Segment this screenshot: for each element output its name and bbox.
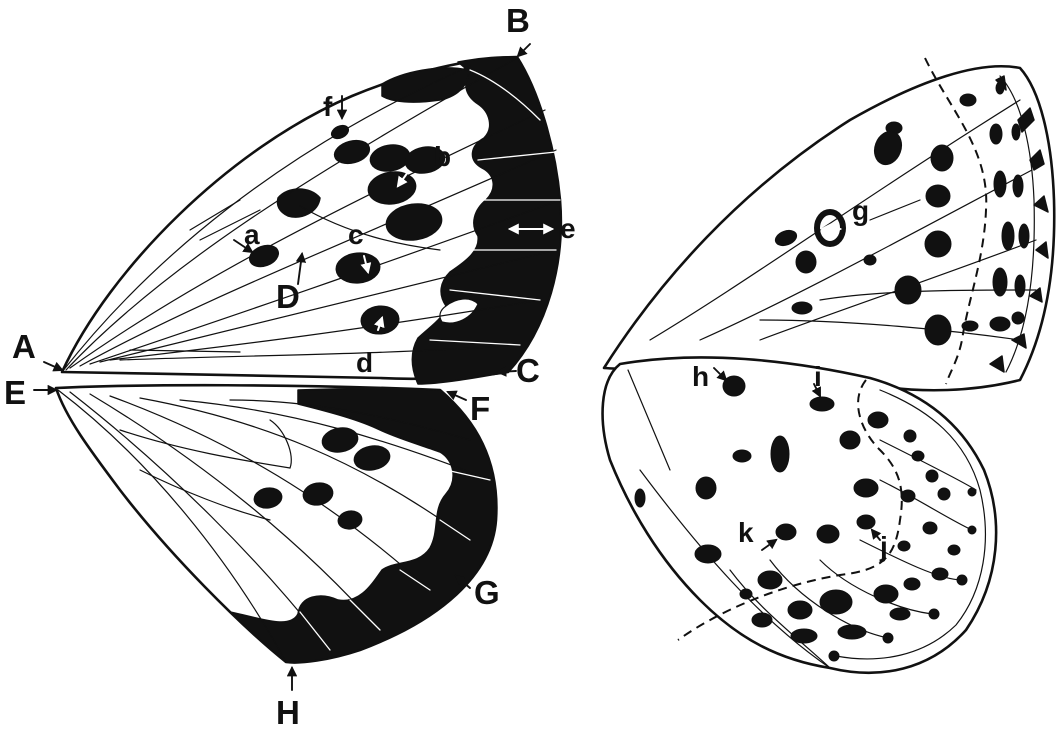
spot bbox=[1015, 275, 1025, 297]
spot bbox=[996, 82, 1004, 94]
spot bbox=[960, 94, 976, 106]
label-j: j bbox=[879, 531, 888, 562]
label-a: a bbox=[244, 219, 260, 250]
spot bbox=[820, 590, 852, 614]
spot bbox=[994, 171, 1006, 197]
spot bbox=[926, 185, 950, 207]
spot bbox=[771, 436, 789, 472]
spot bbox=[788, 601, 812, 619]
spot bbox=[990, 124, 1002, 144]
spot bbox=[752, 613, 772, 627]
spot bbox=[990, 317, 1010, 331]
label-C: C bbox=[516, 352, 540, 389]
spot bbox=[868, 412, 888, 428]
underside-hindwing bbox=[603, 357, 997, 672]
arrow-C bbox=[498, 371, 516, 372]
label-g: g bbox=[852, 195, 869, 226]
upperside-hindwing bbox=[56, 385, 496, 662]
spot bbox=[874, 585, 898, 603]
spot bbox=[938, 488, 950, 500]
spot bbox=[962, 321, 978, 331]
label-e: e bbox=[560, 213, 576, 244]
spot bbox=[926, 470, 938, 482]
spot bbox=[733, 450, 751, 462]
spot bbox=[1012, 312, 1024, 324]
label-k: k bbox=[738, 517, 754, 548]
upperside-forewing bbox=[62, 57, 561, 384]
label-f: f bbox=[323, 91, 333, 122]
label-b: b bbox=[434, 141, 451, 172]
spot bbox=[923, 522, 937, 534]
spot bbox=[695, 545, 721, 563]
spot bbox=[901, 490, 915, 502]
label-B: B bbox=[506, 2, 530, 39]
spot bbox=[925, 231, 951, 257]
spot bbox=[758, 571, 782, 589]
spot bbox=[932, 568, 948, 580]
upperside-wings: A E B C D F G H a b c d e bbox=[4, 2, 576, 729]
spot bbox=[854, 479, 878, 497]
spot bbox=[890, 608, 910, 620]
underside-forewing bbox=[604, 58, 1054, 390]
spot bbox=[904, 578, 920, 590]
label-A: A bbox=[12, 328, 36, 365]
spot bbox=[810, 397, 834, 411]
spot bbox=[1019, 224, 1029, 248]
spot bbox=[696, 477, 716, 499]
spot bbox=[948, 545, 960, 555]
spot bbox=[904, 430, 916, 442]
spot bbox=[1013, 175, 1023, 197]
spot bbox=[635, 489, 645, 507]
label-H: H bbox=[276, 694, 300, 729]
underside-hindwing-outline bbox=[603, 357, 997, 672]
spot bbox=[1002, 222, 1014, 250]
spot bbox=[864, 255, 876, 265]
spot bbox=[1012, 124, 1020, 140]
spot bbox=[838, 625, 866, 639]
spot bbox=[925, 315, 951, 345]
spot bbox=[857, 515, 875, 529]
label-c: c bbox=[348, 219, 364, 250]
arrow-A bbox=[44, 362, 62, 370]
spot bbox=[931, 145, 953, 171]
spot bbox=[796, 251, 816, 273]
spot bbox=[912, 451, 924, 461]
spot bbox=[817, 525, 839, 543]
spot bbox=[840, 431, 860, 449]
label-E: E bbox=[4, 374, 26, 411]
spot bbox=[993, 268, 1007, 296]
label-D: D bbox=[276, 278, 300, 315]
spot bbox=[776, 524, 796, 540]
spot bbox=[895, 276, 921, 304]
spot bbox=[791, 629, 817, 643]
label-G: G bbox=[474, 574, 500, 611]
label-d: d bbox=[356, 347, 373, 378]
arrow-B bbox=[518, 44, 530, 56]
underside-wings: g h i j k bbox=[603, 58, 1055, 673]
spot bbox=[740, 589, 752, 599]
spot bbox=[898, 541, 910, 551]
label-F: F bbox=[470, 390, 490, 427]
label-h: h bbox=[692, 361, 709, 392]
spot bbox=[792, 302, 812, 314]
